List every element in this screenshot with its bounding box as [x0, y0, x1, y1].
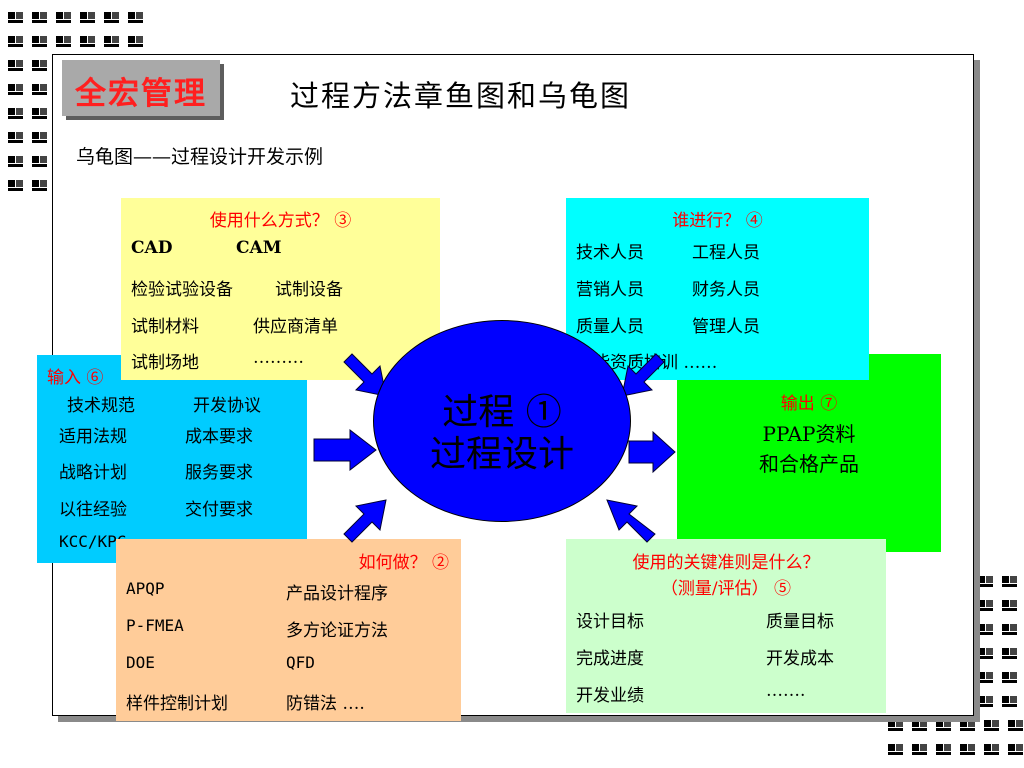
criteria-item: ……. [766, 681, 806, 701]
output-line-1: PPAP资料 [762, 422, 856, 446]
who-item: 营销人员 [576, 280, 644, 300]
method-item: 检验试验设备 [131, 280, 233, 300]
criteria-item: 设计目标 [576, 612, 644, 632]
decorative-pattern-bottom-right [888, 576, 1023, 755]
method-item: CAD [131, 238, 173, 258]
criteria-subheading: （测量/评估） ⑤ [660, 579, 792, 599]
method-item: 试制设备 [275, 280, 343, 300]
how-heading: 如何做？ ② [358, 553, 449, 573]
input-heading: 输入 ⑥ [47, 368, 104, 388]
who-item: 管理人员 [692, 317, 760, 337]
arrow-from-criteria [606, 499, 656, 543]
process-node: 过程 ① 过程设计 [373, 320, 631, 522]
how-item: 防错法 …. [286, 694, 365, 714]
how-item: DOE [126, 653, 155, 672]
process-name: 过程设计 [429, 434, 574, 475]
input-item: 服务要求 [185, 463, 253, 483]
input-item: 成本要求 [185, 427, 253, 447]
how-item: 样件控制计划 [126, 694, 228, 714]
page-title: 过程方法章鱼图和乌龟图 [290, 79, 632, 113]
brand-logo: 全宏管理 [62, 60, 220, 116]
input-item: 交付要求 [185, 500, 253, 520]
who-item: 技术人员 [576, 243, 644, 263]
input-item: 技术规范 [67, 396, 135, 416]
process-label: 过程 ① [442, 392, 562, 433]
criteria-heading: 使用的关键准则是什么？ [632, 553, 820, 573]
method-item: 试制材料 [131, 317, 199, 337]
criteria-item: 完成进度 [576, 649, 644, 669]
method-heading: 使用什么方式？ ③ [209, 211, 352, 231]
method-item: ……… [253, 348, 304, 368]
method-item: 试制场地 [131, 353, 199, 373]
input-item: 以往经验 [59, 500, 127, 520]
arrow-from-how [343, 499, 387, 543]
who-box: 谁进行？ ④ 技术人员 工程人员 营销人员 财务人员 质量人员 管理人员 技能资… [566, 198, 869, 380]
method-box: 使用什么方式？ ③ CAD CAM 检验试验设备 试制设备 试制材料 供应商清单… [121, 198, 440, 380]
method-item: CAM [236, 238, 282, 258]
criteria-item: 质量目标 [766, 612, 834, 632]
how-box: 如何做？ ② APQP 产品设计程序 P-FMEA 多方论证方法 DOE QFD… [116, 539, 461, 721]
page-subtitle: 乌龟图——过程设计开发示例 [76, 146, 324, 168]
input-item: 战略计划 [59, 463, 127, 483]
arrow-output [628, 430, 676, 474]
criteria-item: 开发成本 [766, 649, 834, 669]
arrow-input [313, 428, 377, 472]
criteria-box: 使用的关键准则是什么？ （测量/评估） ⑤ 设计目标 质量目标 完成进度 开发成… [566, 539, 886, 713]
input-box: 输入 ⑥ 技术规范 开发协议 适用法规 成本要求 战略计划 服务要求 以往经验 … [37, 355, 307, 563]
who-heading: 谁进行？ ④ [672, 211, 763, 231]
output-heading: 输出 ⑦ [780, 394, 838, 414]
how-item: P-FMEA [126, 616, 184, 635]
how-item: 多方论证方法 [286, 621, 388, 641]
input-item: KCC/KPC [59, 532, 127, 551]
how-item: 产品设计程序 [286, 584, 388, 604]
who-item: 工程人员 [692, 243, 760, 263]
output-box: 输出 ⑦ PPAP资料 和合格产品 [677, 354, 941, 552]
how-item: APQP [126, 579, 165, 598]
brand-label: 全宏管理 [75, 76, 207, 112]
who-item: 财务人员 [692, 280, 760, 300]
input-item: 适用法规 [59, 427, 127, 447]
output-line-2: 和合格产品 [759, 452, 859, 476]
who-item: 质量人员 [576, 317, 644, 337]
criteria-item: 开发业绩 [576, 686, 644, 706]
method-item: 供应商清单 [253, 317, 338, 337]
how-item: QFD [286, 653, 315, 672]
arrow-from-who [621, 353, 665, 397]
decorative-pattern-top-left [8, 12, 143, 191]
input-item: 开发协议 [193, 396, 261, 416]
